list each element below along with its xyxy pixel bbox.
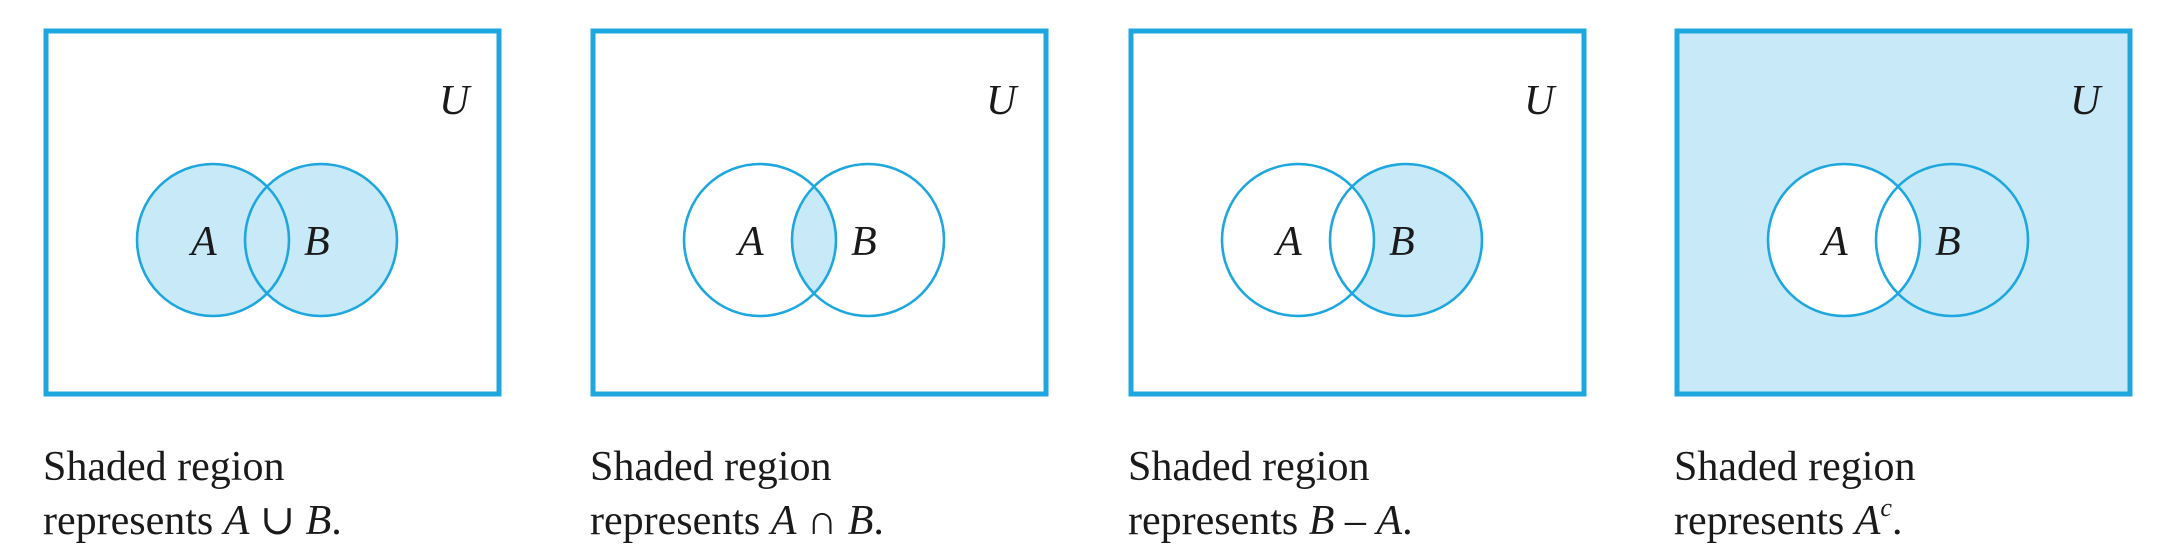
- set-b-region: [245, 164, 397, 316]
- set-a-circle: [682, 162, 838, 318]
- venn-diagram-b-minus-a: U A B: [1128, 28, 1587, 397]
- caption-line-2: represents A ∪ B.: [43, 494, 513, 548]
- universe-border: [1674, 28, 2133, 397]
- universe-label: U: [986, 78, 1019, 124]
- universe-border: [1128, 28, 1587, 397]
- set-a-circle: [135, 162, 291, 318]
- b-minus-a-region: [1330, 164, 1482, 316]
- universe-border: [590, 28, 1049, 397]
- caption-line-2: represents B – A.: [1128, 494, 1598, 548]
- universe-label: U: [2070, 78, 2103, 124]
- universe-label: U: [1524, 78, 1557, 124]
- set-b-label: B: [851, 219, 877, 265]
- caption-line-1: Shaded region: [1128, 444, 1370, 490]
- venn-panel-b-minus-a: U A B Shaded region represents B – A.: [1128, 0, 1598, 558]
- set-a-label: A: [1273, 219, 1302, 265]
- venn-panel-complement: U A B Shaded region represents Ac.: [1674, 0, 2144, 558]
- complement-a-hole: [1768, 164, 1920, 316]
- expression-left: A: [770, 498, 797, 544]
- universe-label: U: [439, 78, 472, 124]
- expression-operator: ∩: [796, 498, 848, 544]
- expression-left: A: [1854, 498, 1881, 544]
- expression-operator: –: [1334, 498, 1377, 544]
- expression-operator: ∪: [249, 498, 306, 544]
- caption-prefix: represents: [1128, 498, 1309, 544]
- expression-left: B: [1308, 498, 1335, 544]
- caption-line-1: Shaded region: [590, 444, 832, 490]
- venn-panel-union: U A B Shaded region represents A ∪ B.: [43, 0, 513, 558]
- expression-right: A: [1376, 498, 1403, 544]
- venn-diagram-complement: U A B: [1674, 28, 2133, 397]
- expression-superscript: c: [1880, 493, 1892, 522]
- set-b-circle: [243, 162, 399, 318]
- set-a-label: A: [735, 219, 764, 265]
- caption-line-2: represents A ∩ B.: [590, 494, 1060, 548]
- set-b-label: B: [1389, 219, 1415, 265]
- caption-line-2: represents Ac.: [1674, 494, 2144, 548]
- set-b-circle: [790, 162, 946, 318]
- caption-prefix: represents: [590, 498, 771, 544]
- universe-border: [43, 28, 502, 397]
- venn-diagram-intersection: U A B: [590, 28, 1049, 397]
- set-b-circle: [1328, 162, 1484, 318]
- expression-period: .: [873, 498, 884, 544]
- set-b-label: B: [1935, 219, 1961, 265]
- set-a-region: [137, 164, 289, 316]
- venn-caption: Shaded region represents B – A.: [1128, 440, 1598, 548]
- expression-period: .: [1891, 498, 1903, 544]
- set-b-circle: [1874, 162, 2030, 318]
- set-a-label: A: [1819, 219, 1848, 265]
- expression-period: .: [331, 498, 342, 544]
- expression-right: B: [847, 498, 874, 544]
- venn-caption: Shaded region represents Ac.: [1674, 440, 2144, 548]
- venn-panel-intersection: U A B Shaded region represents A ∩ B.: [590, 0, 1060, 558]
- set-a-circle: [1220, 162, 1376, 318]
- expression-right: B: [305, 498, 332, 544]
- expression-left: A: [223, 498, 250, 544]
- venn-caption: Shaded region represents A ∩ B.: [590, 440, 1060, 548]
- caption-line-1: Shaded region: [43, 444, 285, 490]
- venn-caption: Shaded region represents A ∪ B.: [43, 440, 513, 548]
- caption-prefix: represents: [1674, 498, 1855, 544]
- expression-period: .: [1402, 498, 1413, 544]
- set-b-label: B: [304, 219, 330, 265]
- caption-line-1: Shaded region: [1674, 444, 1916, 490]
- set-a-circle: [1766, 162, 1922, 318]
- set-a-label: A: [188, 219, 217, 265]
- caption-prefix: represents: [43, 498, 224, 544]
- venn-diagram-union: U A B: [43, 28, 502, 397]
